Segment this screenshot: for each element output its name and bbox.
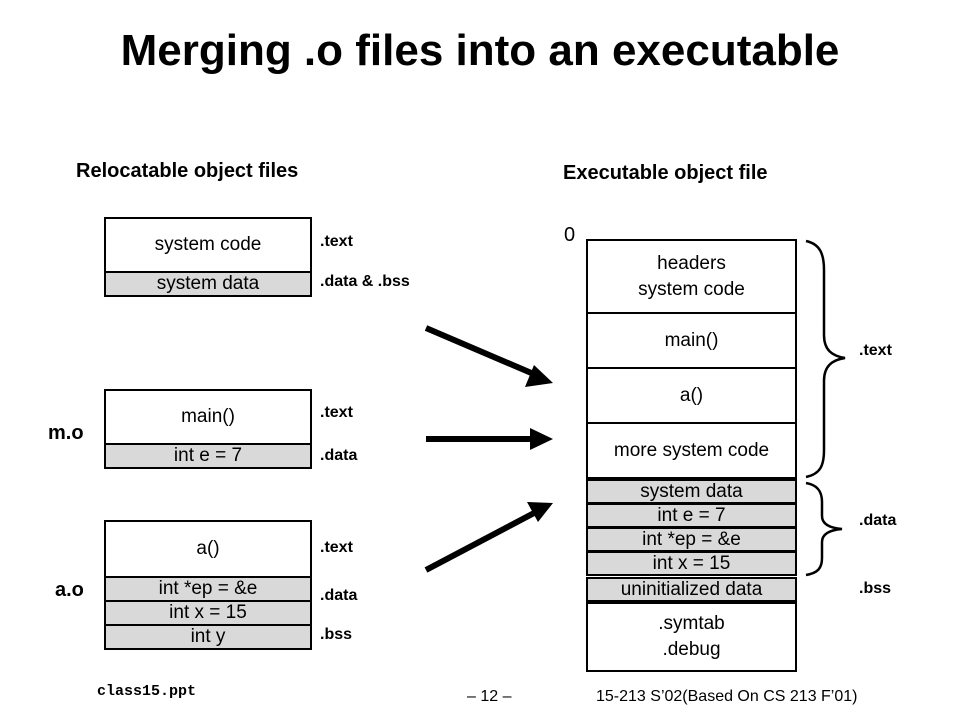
a-o-text-label: .text xyxy=(320,539,353,556)
a-o-label: a.o xyxy=(55,579,84,601)
a-o-bss-label: .bss xyxy=(320,626,353,643)
a-o-int-ep-box: int *ep = &e xyxy=(104,576,312,602)
exe-headers-line: headers xyxy=(657,252,726,274)
a-o-data-label: .data xyxy=(320,587,358,604)
m-o-int-e-box: int e = 7 xyxy=(104,443,312,469)
exe-int-ep-box: int *ep = &e xyxy=(586,527,797,552)
exe-int-x-box: int x = 15 xyxy=(586,551,797,576)
exe-symtab-line: .symtab xyxy=(658,613,725,635)
relocatable-heading: Relocatable object files xyxy=(76,160,299,182)
start-address-label: 0 xyxy=(564,224,576,246)
arrow-a-o-to-exe xyxy=(424,502,553,573)
exe-int-e-box: int e = 7 xyxy=(586,503,797,528)
exe-uninitialized-data-box: uninitialized data xyxy=(586,577,797,602)
footer-filename: class15.ppt xyxy=(97,683,197,700)
executable-heading: Executable object file xyxy=(563,162,768,184)
slide-title: Merging .o files into an executable xyxy=(120,26,840,75)
text-section-brace xyxy=(805,239,846,479)
system-data-box: system data xyxy=(104,271,312,297)
exe-symtab-box: .symtab .debug xyxy=(586,602,797,672)
a-o-int-y-box: int y xyxy=(104,624,312,650)
exe-a-box: a() xyxy=(586,367,797,424)
a-o-a-box: a() xyxy=(104,520,312,578)
arrow-m-o-to-exe xyxy=(426,428,553,450)
system-text-label: .text xyxy=(320,233,353,250)
exe-debug-line: .debug xyxy=(662,639,721,660)
arrow-system-to-exe xyxy=(424,325,553,387)
footer-course: 15-213 S’02(Based On CS 213 F’01) xyxy=(596,688,858,705)
exe-data-label: .data xyxy=(859,512,897,529)
m-o-label: m.o xyxy=(48,422,84,444)
m-o-main-box: main() xyxy=(104,389,312,445)
exe-headers-box: headers system code xyxy=(586,239,797,314)
m-o-data-label: .data xyxy=(320,447,358,464)
exe-system-code-line: system code xyxy=(638,278,745,300)
exe-more-system-code-box: more system code xyxy=(586,422,797,479)
footer-page-number: – 12 – xyxy=(467,688,512,705)
exe-bss-label: .bss xyxy=(859,580,892,597)
m-o-text-label: .text xyxy=(320,404,353,421)
exe-text-label: .text xyxy=(859,342,892,359)
data-section-brace xyxy=(805,481,843,577)
system-data-bss-label: .data & .bss xyxy=(320,273,410,290)
